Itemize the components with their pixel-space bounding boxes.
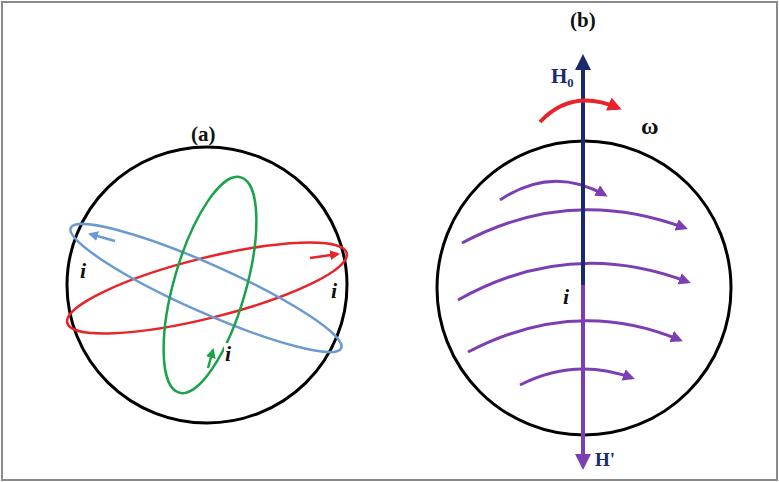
angular-velocity-label: ω bbox=[640, 114, 660, 138]
field-label: H₀ bbox=[550, 66, 575, 87]
current-label: i bbox=[330, 280, 338, 302]
current-label: i bbox=[562, 286, 570, 308]
panel-label: (b) bbox=[569, 10, 597, 31]
current-label: i bbox=[79, 260, 87, 282]
panel-label: (a) bbox=[190, 124, 217, 145]
current-label: i bbox=[224, 343, 232, 365]
field-label: H' bbox=[594, 450, 616, 469]
